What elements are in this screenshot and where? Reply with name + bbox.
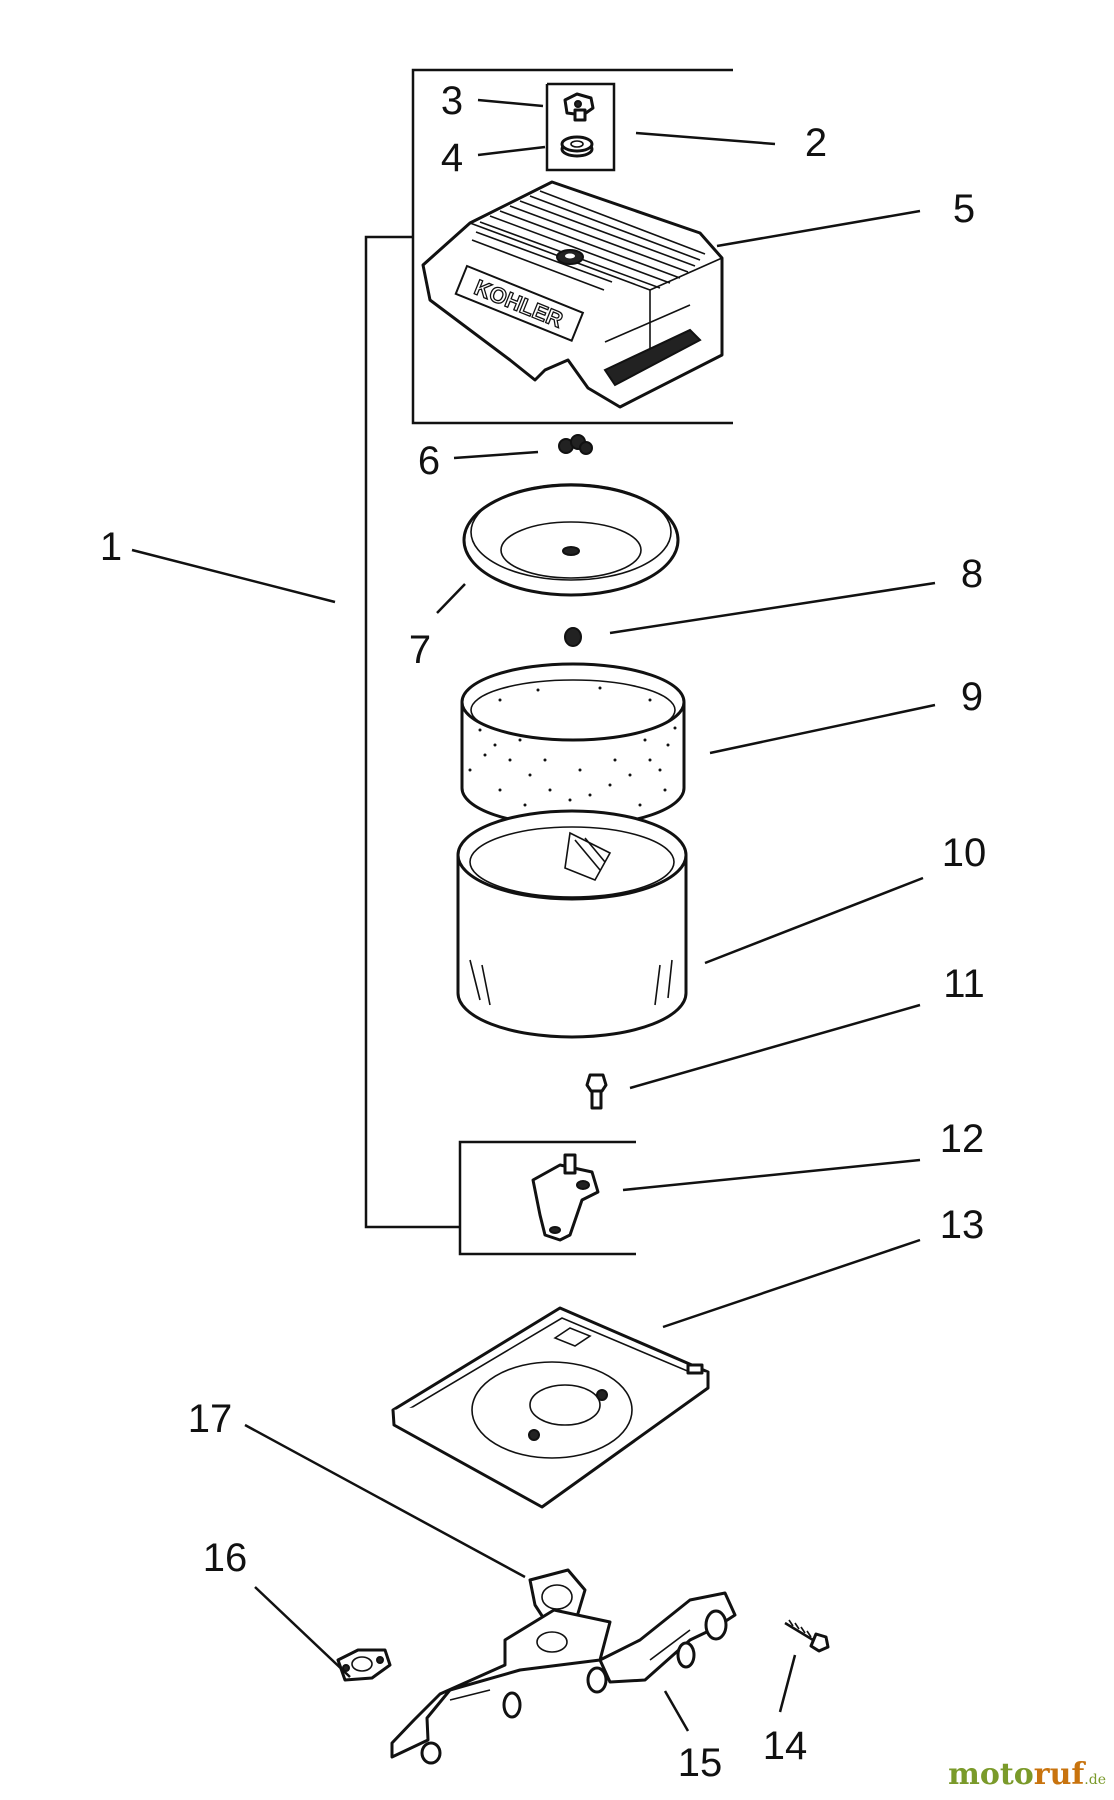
callout-5: 5 (953, 187, 975, 231)
washer-part-4 (560, 135, 594, 158)
callout-12: 12 (940, 1117, 985, 1161)
bracket-group-12 (458, 1140, 636, 1256)
base-part-13 (391, 1306, 710, 1509)
callout-14: 14 (763, 1724, 808, 1768)
callout-4: 4 (441, 136, 463, 180)
callout-1: 1 (100, 525, 122, 569)
callout-11: 11 (943, 962, 985, 1006)
watermark-part-3: .de (1084, 1772, 1106, 1788)
callout-15: 15 (678, 1741, 723, 1785)
cover-plate-part-7 (462, 483, 680, 597)
callout-17: 17 (188, 1397, 233, 1441)
callout-6: 6 (418, 439, 440, 483)
manifold-part-15 (390, 1591, 737, 1765)
foam-texture (468, 686, 677, 820)
element-part-10 (456, 809, 688, 1039)
bracket-group-2 (545, 82, 616, 172)
callout-9: 9 (961, 675, 983, 719)
callout-7: 7 (409, 628, 431, 672)
precleaner-part-9 (460, 662, 686, 828)
wing-nut-part-6 (558, 434, 593, 455)
leader-lines (131, 98, 936, 1732)
cover-ribs (471, 190, 706, 291)
bracket-group-5 (411, 68, 733, 425)
callout-3: 3 (441, 79, 463, 123)
callout-16: 16 (203, 1536, 248, 1580)
callout-13: 13 (940, 1203, 985, 1247)
watermark-logo: motoruf.de (948, 1757, 1106, 1792)
callout-10: 10 (942, 831, 987, 875)
callout-8: 8 (961, 552, 983, 596)
grommet-part-8 (564, 627, 582, 647)
stud-part-11 (585, 1073, 608, 1110)
bracket-part-12 (531, 1153, 600, 1242)
watermark-part-1: moto (948, 1757, 1034, 1792)
callout-2: 2 (805, 121, 827, 165)
screw-part-14 (784, 1619, 830, 1653)
cover-part-5: KOHLER (421, 180, 724, 409)
bracket-group-1 (364, 235, 460, 1229)
watermark-part-2: ruf (1033, 1757, 1085, 1792)
callout-numbers: 3 4 2 5 6 8 1 7 9 10 11 12 13 17 16 15 1… (100, 79, 986, 1785)
knob-part-3 (563, 92, 595, 122)
gasket-part-16 (336, 1648, 392, 1682)
